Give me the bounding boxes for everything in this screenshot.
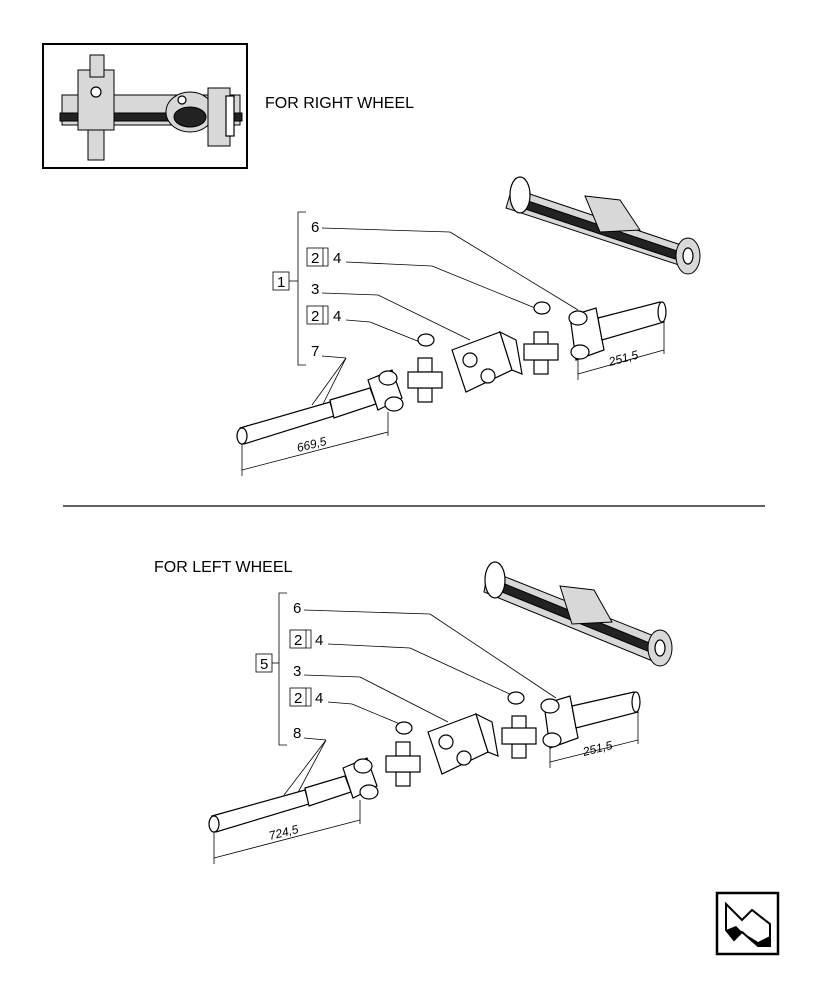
svg-text:251,5: 251,5 xyxy=(606,348,640,370)
callout-right-6: 6 xyxy=(311,219,319,236)
callout-right-7: 7 xyxy=(311,343,319,360)
callout-right-2a: 2 xyxy=(311,250,319,267)
callout-right-4a: 4 xyxy=(333,250,341,267)
callout-left-4a: 4 xyxy=(315,632,323,649)
group-ref-right: 1 xyxy=(277,274,285,291)
callout-right-2b: 2 xyxy=(311,308,319,325)
shaft-long-left xyxy=(208,757,379,833)
callout-left-6: 6 xyxy=(293,600,301,617)
group-ref-left: 5 xyxy=(260,656,268,673)
section-heading-right: FOR RIGHT WHEEL xyxy=(265,95,414,112)
callout-right-3: 3 xyxy=(311,281,319,298)
axle-assembly-icon xyxy=(505,176,701,275)
axle-thumbnail-icon[interactable] xyxy=(42,43,248,169)
center-yoke-right xyxy=(451,330,523,393)
shaft-short-left xyxy=(540,691,641,749)
callout-left-8: 8 xyxy=(293,725,301,742)
cross-joint-right-b xyxy=(523,301,559,375)
callout-right-4b: 4 xyxy=(333,308,341,325)
callout-left-4b: 4 xyxy=(315,690,323,707)
callout-left-3: 3 xyxy=(293,663,301,680)
dimension-long-left: 724,5 xyxy=(213,800,361,864)
axle-assembly-left-icon xyxy=(483,561,673,667)
cross-joint-left-a xyxy=(385,721,421,787)
svg-text:251,5: 251,5 xyxy=(580,738,614,759)
shaft-short-right xyxy=(568,301,667,361)
callout-left-2a: 2 xyxy=(294,632,302,649)
cross-joint-left-b xyxy=(501,691,537,759)
center-yoke-left xyxy=(427,712,499,775)
dimension-long-right: 669,5 xyxy=(241,412,389,476)
callout-left-2b: 2 xyxy=(294,690,302,707)
shaft-long-right xyxy=(236,369,404,445)
cross-joint-right-a xyxy=(407,333,443,403)
next-page-arrow-icon[interactable] xyxy=(715,891,780,956)
section-heading-left: FOR LEFT WHEEL xyxy=(154,559,292,576)
